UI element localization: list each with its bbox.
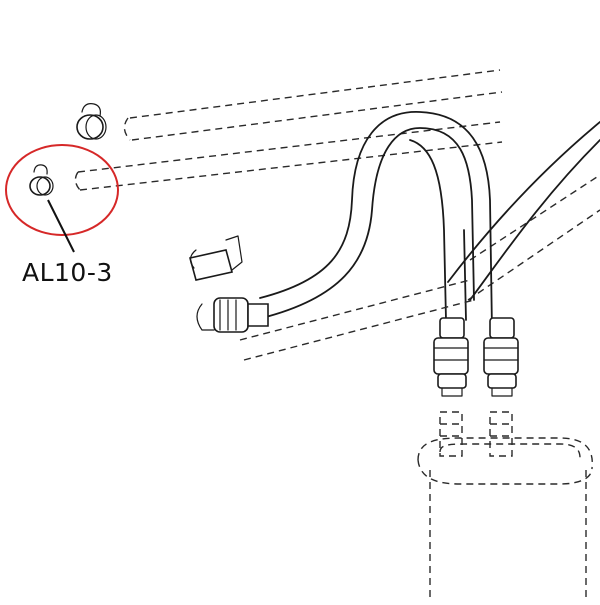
dashed-tank — [417, 437, 593, 600]
quick-connector-left — [433, 317, 469, 397]
tank-nozzle-left — [439, 411, 463, 457]
hose-end-connector-left — [189, 235, 269, 333]
dashed-hose-lower — [74, 121, 503, 191]
hose-loop — [259, 111, 493, 331]
hose-clamp-upper — [76, 103, 107, 140]
part-code-label: AL10-3 — [22, 258, 113, 287]
quick-connector-right — [483, 317, 519, 397]
hose-right-long — [447, 121, 600, 301]
dashed-hose-upper — [123, 69, 503, 141]
highlight-circle — [5, 144, 119, 236]
dashed-hose-bottom — [239, 279, 475, 361]
clamp-al10-3 — [29, 164, 54, 196]
leader-line — [47, 199, 75, 253]
tank-nozzle-right — [489, 411, 513, 457]
